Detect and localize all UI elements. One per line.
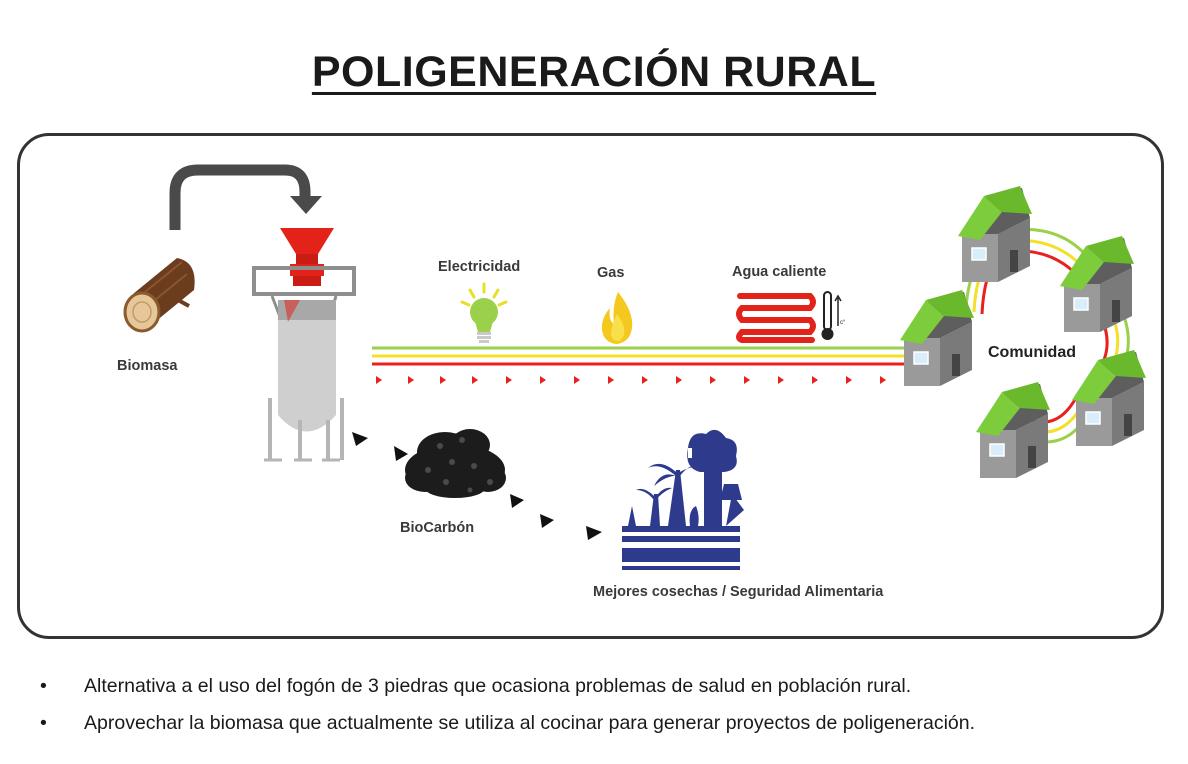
bullet-item: Alternativa a el uso del fogón de 3 pied… bbox=[40, 668, 975, 705]
label-cosechas: Mejores cosechas / Seguridad Alimentaria bbox=[593, 584, 884, 600]
house-icon bbox=[1060, 236, 1134, 332]
crops-soil-icon bbox=[622, 429, 744, 570]
log-icon bbox=[123, 258, 195, 333]
page-title: POLIGENERACIÓN RURAL bbox=[311, 48, 877, 96]
community-ring-lines bbox=[964, 227, 1130, 444]
bullet-item: Aprovechar la biomasa que actualmente se… bbox=[40, 705, 975, 742]
label-biocarbon: BioCarbón bbox=[400, 520, 475, 536]
label-agua-caliente: Agua caliente bbox=[732, 264, 827, 280]
diagram-frame bbox=[17, 133, 1164, 639]
biochar-path-arrows bbox=[352, 432, 602, 540]
flame-icon bbox=[601, 292, 633, 344]
house-icon bbox=[1072, 350, 1146, 446]
energy-lines bbox=[372, 346, 910, 366]
house-icon bbox=[900, 290, 974, 386]
house-icon bbox=[976, 382, 1050, 478]
label-comunidad: Comunidad bbox=[988, 344, 1076, 361]
biochar-pile-icon bbox=[405, 429, 506, 498]
light-bulb-icon bbox=[460, 282, 508, 343]
flow-arrows bbox=[376, 376, 886, 384]
gasifier-reactor-icon bbox=[252, 228, 356, 462]
thermometer-icon: c° bbox=[821, 291, 846, 340]
house-icon bbox=[958, 186, 1032, 282]
svg-text:c°: c° bbox=[840, 320, 846, 326]
feed-arrow-icon bbox=[169, 164, 322, 230]
label-biomasa: Biomasa bbox=[117, 358, 178, 374]
hot-water-coil-icon bbox=[736, 293, 816, 343]
label-gas: Gas bbox=[597, 265, 625, 281]
label-electricidad: Electricidad bbox=[438, 259, 521, 275]
bullet-list: Alternativa a el uso del fogón de 3 pied… bbox=[40, 668, 975, 742]
